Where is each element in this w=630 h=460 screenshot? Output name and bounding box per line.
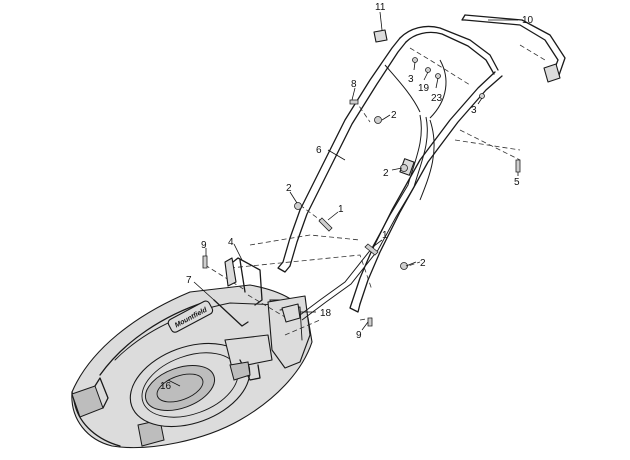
callout-2c: 2 — [286, 183, 292, 194]
part-23 — [435, 73, 441, 79]
hardware-fasteners — [202, 29, 521, 327]
callout-18: 18 — [320, 308, 332, 319]
callout-16: 16 — [160, 381, 172, 392]
callout-2a: 2 — [391, 110, 397, 121]
callout-1b: 1 — [382, 230, 388, 241]
knob-2c — [294, 202, 302, 210]
part-3b — [479, 93, 485, 99]
part-3a — [412, 57, 418, 63]
bolt-1b — [364, 243, 379, 256]
callout-9b: 9 — [356, 330, 362, 341]
callout-6: 6 — [316, 145, 322, 156]
part-19 — [425, 67, 431, 73]
callout-19: 19 — [418, 83, 430, 94]
handle-left-tube — [277, 37, 407, 273]
callout-10: 10 — [522, 15, 534, 26]
part-18-bracket — [281, 303, 301, 323]
callout-9a: 9 — [201, 240, 207, 251]
callout-23: 23 — [431, 93, 443, 104]
callout-5: 5 — [514, 177, 520, 188]
callout-2d: 2 — [420, 258, 426, 269]
part-11-clip — [373, 29, 388, 43]
bolt-1a — [318, 217, 333, 232]
callout-3b: 3 — [471, 105, 477, 116]
callout-4: 4 — [228, 237, 234, 248]
callout-7: 7 — [186, 275, 192, 286]
callout-1a: 1 — [338, 204, 344, 215]
callout-11: 11 — [375, 2, 386, 13]
bolt-8 — [349, 99, 359, 105]
knob-2a — [374, 116, 382, 124]
part-7-lever — [213, 299, 249, 327]
upper-handle — [399, 14, 566, 83]
handle-right-tube — [349, 71, 503, 313]
bolt-5 — [515, 159, 521, 173]
leader-lines — [167, 11, 519, 387]
lower-handle-left — [224, 257, 263, 306]
screw-9b — [367, 317, 373, 327]
callout-8: 8 — [351, 79, 357, 90]
callout-2b: 2 — [383, 168, 389, 179]
callout-labels: 11 10 8 3 19 23 3 2 6 2 5 2 1 1 9 4 2 7 … — [160, 2, 534, 392]
screw-9a — [202, 255, 208, 269]
knob-2d — [400, 262, 408, 270]
mower-deck: Mountfield — [71, 284, 313, 449]
callout-3a: 3 — [408, 74, 414, 85]
